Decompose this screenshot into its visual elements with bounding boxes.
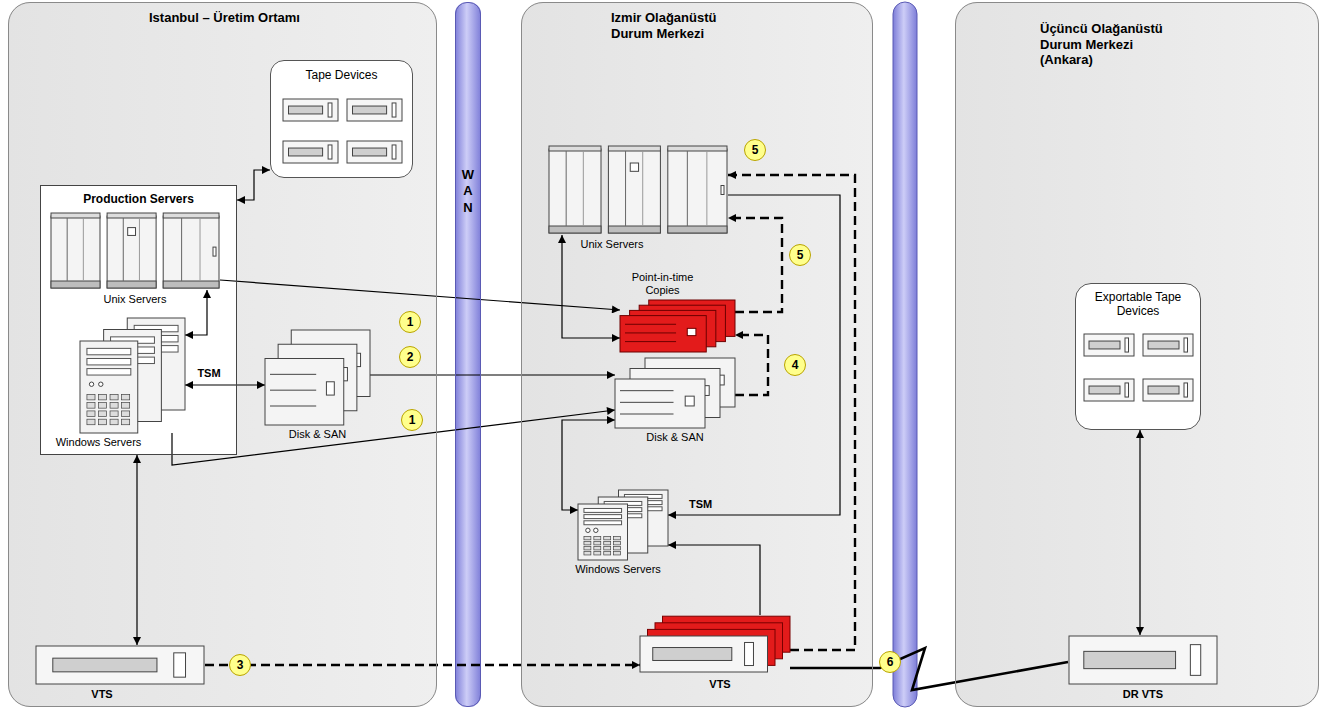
tape-devices-box: Tape Devices — [270, 60, 413, 178]
connector — [237, 170, 270, 200]
callout-holder: 4 — [784, 354, 806, 376]
connector — [370, 374, 615, 375]
node-label: Windows Servers — [56, 436, 142, 449]
callout-holder: 5 — [744, 139, 766, 161]
edge-label: TSM — [687, 498, 714, 511]
callout-number: 6 — [879, 651, 901, 673]
edge-label-holder: TSM — [687, 498, 714, 511]
win-icon — [80, 318, 185, 433]
connector — [668, 545, 760, 615]
site-panel-fill — [521, 2, 873, 707]
connector — [136, 455, 137, 645]
edge-label: TSM — [195, 367, 222, 380]
connector — [172, 410, 615, 465]
node-label: W A N — [462, 167, 475, 216]
tape-icon — [1068, 635, 1218, 685]
callout-holder: 6 — [879, 651, 901, 673]
callout-number: 1 — [399, 311, 421, 333]
node-label: Disk & SAN — [289, 428, 346, 441]
connector — [562, 235, 620, 338]
callout-holder: 3 — [229, 654, 251, 676]
connector — [790, 648, 1068, 690]
vts-device: VTS — [35, 645, 205, 685]
node-label: Üçüncü Olağanüstü Durum Merkezi (Ankara) — [1040, 21, 1172, 68]
node-label: VTS — [709, 678, 730, 691]
node-label: Istanbul – Üretim Ortamı — [149, 10, 300, 26]
site-panel-fill — [8, 2, 437, 707]
vtsred-icon — [640, 615, 790, 675]
callout-holder: 5 — [789, 244, 811, 266]
unix-server: Unix Servers — [50, 212, 220, 290]
node-label: Unix Servers — [581, 238, 644, 251]
callout-number: 5 — [789, 244, 811, 266]
win-icon — [578, 490, 668, 560]
disk-san: Disk & SAN — [265, 330, 370, 425]
callout-number: 5 — [744, 139, 766, 161]
callout-holder: 1 — [399, 311, 421, 333]
server-group-box: Production ServersUnix ServersWindows Se… — [40, 185, 237, 455]
site-panel: Üçüncü Olağanüstü Durum Merkezi (Ankara)… — [955, 2, 1319, 707]
callout-number: 3 — [229, 654, 251, 676]
node-label: DR VTS — [1123, 688, 1163, 701]
wan-link: W A N — [455, 2, 481, 707]
windows-server: Windows Servers — [80, 318, 185, 433]
connector — [728, 175, 855, 650]
site-panel: Izmir Olağanüstü Durum MerkeziUnix Serve… — [521, 2, 873, 707]
unix-icon — [50, 212, 220, 290]
node-label: Exportable Tape Devices — [1082, 290, 1194, 319]
copies-icon — [620, 300, 735, 352]
node-label: Point-in-time Copies — [623, 271, 703, 297]
unix-icon — [548, 145, 728, 235]
callout-number: 4 — [784, 354, 806, 376]
connector — [185, 290, 207, 335]
connector — [220, 280, 620, 310]
node-label: Disk & SAN — [646, 431, 703, 444]
connector — [205, 664, 640, 666]
vts-device: DR VTS — [1068, 635, 1218, 685]
callout-holder: 2 — [399, 346, 421, 368]
tape-devices-box: Exportable Tape Devices — [1075, 283, 1201, 430]
connector — [728, 218, 782, 312]
node-label: Unix Servers — [104, 293, 167, 306]
vts-device: VTS — [640, 615, 790, 675]
unix-server: Unix Servers — [548, 145, 728, 235]
site-panel: Istanbul – Üretim OrtamıProduction Serve… — [8, 2, 437, 707]
disk-icon — [615, 358, 735, 428]
connector — [185, 384, 265, 385]
edge-label-holder: TSM — [195, 367, 222, 380]
node-label: VTS — [91, 688, 112, 701]
node-label: Izmir Olağanüstü Durum Merkezi — [611, 10, 736, 41]
node-label: Windows Servers — [575, 563, 661, 576]
callout-number: 2 — [399, 346, 421, 368]
server-group-box-fill — [40, 185, 237, 455]
connector — [668, 195, 840, 515]
tape-devices-box-fill — [1075, 283, 1201, 430]
connector — [1139, 430, 1140, 635]
callout-holder: 1 — [401, 409, 423, 431]
disk-icon — [265, 330, 370, 425]
windows-server: Windows Servers — [578, 490, 668, 560]
connector — [735, 335, 768, 395]
node-label: Tape Devices — [305, 68, 377, 82]
wan-link-fill — [455, 2, 481, 707]
tape-icon — [35, 645, 205, 685]
tape-devices-box-fill — [270, 60, 413, 178]
callout-number: 1 — [401, 409, 423, 431]
node-label: Production Servers — [83, 192, 194, 206]
point-in-time-copies: Point-in-time Copies — [620, 300, 735, 352]
wan-tube — [893, 2, 917, 707]
site-panel-fill — [955, 2, 1319, 707]
disk-san: Disk & SAN — [615, 358, 735, 428]
